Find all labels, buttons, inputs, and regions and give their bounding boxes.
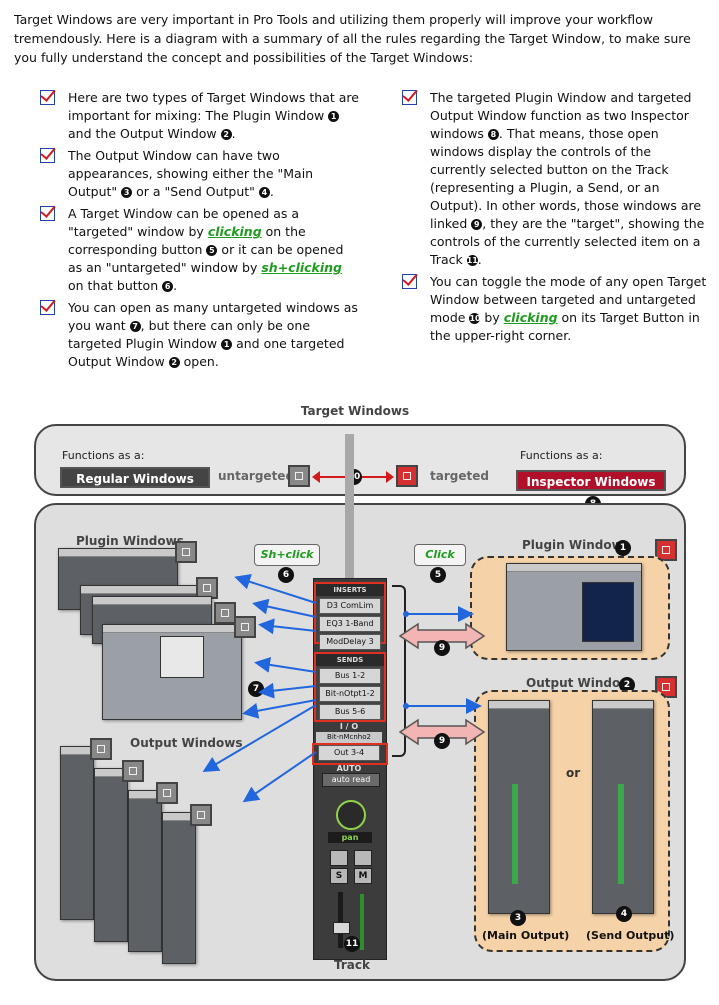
right-rule-list: The targeted Plugin Window and targeted … (402, 89, 710, 349)
eq-graph (160, 636, 204, 678)
untargeted-label: untargeted (218, 469, 295, 483)
plugin-window-label: Plugin Window (522, 538, 623, 552)
link-arrows (398, 622, 486, 746)
insert-button[interactable]: D3 ComLim (319, 598, 381, 614)
marker-6: 6 (278, 567, 294, 583)
track-label: Track (334, 958, 370, 972)
toggle-arrow-right (386, 471, 394, 483)
record-button[interactable] (354, 850, 372, 866)
sends-section: SENDS Bus 1-2 Bit-nOtpt1-2 Bus 5-6 (314, 652, 386, 722)
insert-button[interactable]: EQ3 1-Band (319, 616, 381, 632)
list-item: The Output Window can have two appearanc… (40, 147, 360, 201)
sends-header: SENDS (316, 654, 384, 666)
click-label: Click (414, 544, 466, 566)
targeted-target-button-icon[interactable] (396, 465, 418, 487)
untargeted-target-button-icon[interactable] (288, 465, 310, 487)
marker-2: 2 (619, 677, 635, 693)
send-button[interactable]: Bit-nOtpt1-2 (319, 686, 381, 702)
track-bracket (392, 585, 406, 757)
plugin-target-button-icon[interactable] (234, 616, 256, 638)
marker-4: 4 (616, 906, 632, 922)
shclick-label: Sh+click (254, 544, 320, 566)
automation-mode-select[interactable]: auto read (322, 773, 380, 787)
output-window[interactable] (60, 746, 94, 920)
inserts-header: INSERTS (316, 584, 384, 596)
send-button[interactable]: Bus 5-6 (319, 704, 381, 720)
toggle-arrow-left (312, 471, 320, 483)
plugin-target-button-icon[interactable] (655, 539, 677, 561)
diagram-title: Target Windows (300, 404, 410, 418)
checkbox-icon (40, 90, 55, 105)
volume-fader[interactable] (333, 922, 350, 934)
pan-label: pan (328, 832, 372, 843)
track-stem (345, 434, 354, 584)
inspector-windows-bar: Inspector Windows (516, 470, 666, 491)
plugin-windows-label: Plugin Windows (76, 534, 184, 548)
checkbox-icon (40, 148, 55, 163)
output-window[interactable] (128, 790, 162, 952)
marker-9: 9 (434, 640, 450, 656)
marker-1: 1 (615, 540, 631, 556)
marker-9: 9 (434, 733, 450, 749)
list-item: A Target Window can be opened as a "targ… (40, 205, 360, 295)
io-header: I / O (339, 722, 359, 731)
output-target-button-icon[interactable] (190, 804, 212, 826)
output-window[interactable] (94, 768, 128, 942)
output-target-button-icon[interactable] (156, 782, 178, 804)
functions-label-left: Functions as a: (62, 449, 145, 462)
marker-5: 5 (430, 567, 446, 583)
inserts-section: INSERTS D3 ComLim EQ3 1-Band ModDelay 3 (314, 582, 386, 650)
send-output-label: (Send Output) (586, 929, 675, 942)
output-button[interactable]: Out 3-4 (318, 745, 380, 761)
checkbox-icon (40, 206, 55, 221)
functions-label-right: Functions as a: (520, 449, 603, 462)
level-meter (360, 894, 364, 950)
pan-knob[interactable] (336, 800, 366, 830)
output-target-button-icon[interactable] (122, 760, 144, 782)
output-target-button-icon[interactable] (90, 738, 112, 760)
mute-button[interactable]: M (354, 868, 372, 884)
checkbox-icon (40, 300, 55, 315)
list-item: You can open as many untargeted windows … (40, 299, 360, 371)
level-meter (512, 784, 518, 884)
targeted-label: targeted (430, 469, 489, 483)
eq-graph (582, 582, 634, 642)
main-output-label: (Main Output) (482, 929, 570, 942)
send-button[interactable]: Bus 1-2 (319, 668, 381, 684)
fader-track (338, 892, 343, 948)
intro-paragraph: Target Windows are very important in Pro… (14, 12, 691, 65)
or-label: or (566, 766, 581, 780)
plugin-target-button-icon[interactable] (214, 602, 236, 624)
io-input-button[interactable]: Bit-nMcnho2 (316, 732, 382, 743)
auto-header: AUTO (336, 764, 362, 773)
output-window[interactable] (162, 812, 196, 964)
list-item: Here are two types of Target Windows tha… (40, 89, 360, 143)
marker-11: 11 (344, 936, 360, 952)
level-meter (618, 784, 624, 884)
plugin-target-button-icon[interactable] (175, 541, 197, 563)
input-monitor-button[interactable] (330, 850, 348, 866)
list-item: You can toggle the mode of any open Targ… (402, 273, 710, 345)
regular-windows-bar: Regular Windows (60, 467, 210, 488)
output-windows-label: Output Windows (130, 736, 243, 750)
solo-button[interactable]: S (330, 868, 348, 884)
left-rule-list: Here are two types of Target Windows tha… (40, 89, 360, 375)
marker-3: 3 (510, 910, 526, 926)
output-window-label: Output Window (526, 676, 632, 690)
checkbox-icon (402, 90, 417, 105)
checkbox-icon (402, 274, 417, 289)
insert-button[interactable]: ModDelay 3 (319, 634, 381, 650)
list-item: The targeted Plugin Window and targeted … (402, 89, 710, 269)
